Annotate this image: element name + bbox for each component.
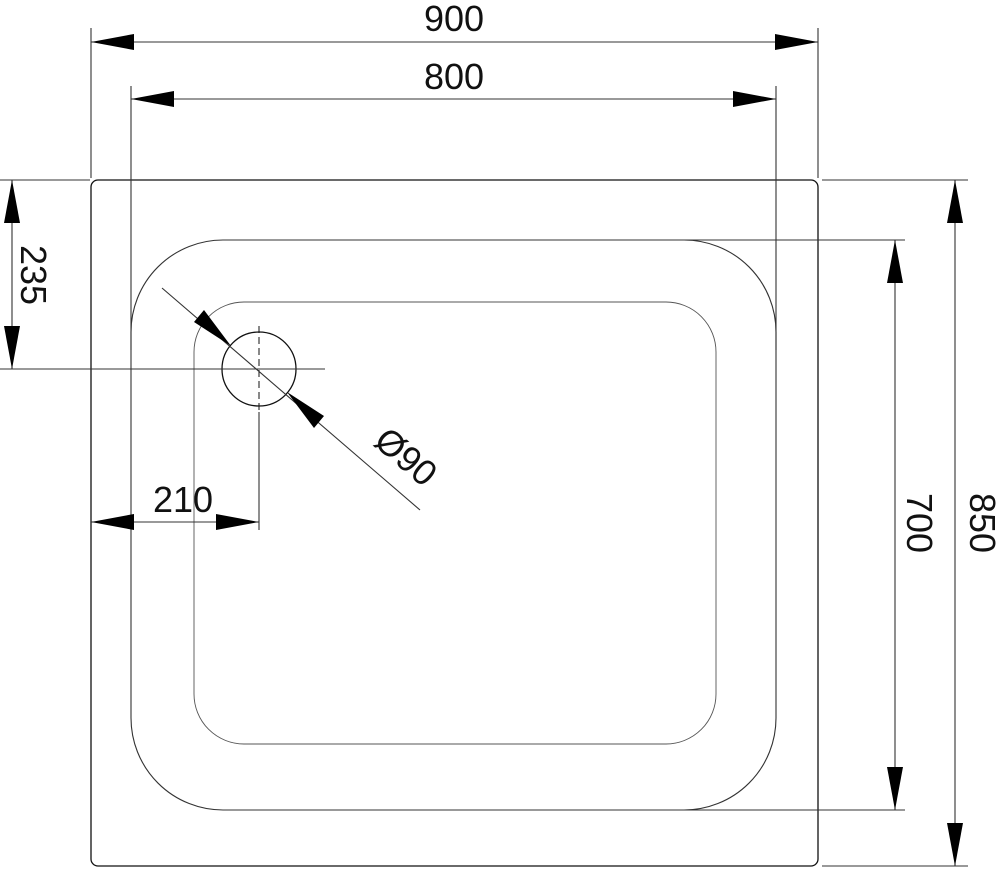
dimension-drain-diameter: Ø90 [161, 287, 445, 511]
arrowhead [91, 34, 134, 50]
dimension-label-900: 900 [424, 0, 484, 39]
tray-basin [193, 301, 717, 745]
arrowhead [4, 180, 20, 223]
dimension-inner-depth: 700 [668, 239, 940, 811]
dimension-outer-depth: 850 [822, 179, 1000, 867]
dimension-inner-width: 800 [130, 56, 777, 350]
dimension-label-700: 700 [899, 493, 940, 553]
dimension-label-210: 210 [153, 479, 213, 520]
dimension-label-235: 235 [13, 245, 54, 305]
arrowhead [887, 767, 903, 810]
arrowhead [887, 240, 903, 283]
arrowhead [216, 514, 259, 530]
arrowhead [4, 326, 20, 369]
arrowhead [91, 514, 134, 530]
dimension-label-850: 850 [962, 493, 1000, 553]
arrowhead [131, 91, 174, 107]
dimension-label-800: 800 [424, 56, 484, 97]
dimension-label-diameter: Ø90 [367, 419, 445, 494]
arrowhead [194, 310, 231, 346]
arrowhead [947, 180, 963, 223]
arrowhead [775, 34, 818, 50]
dimension-outer-width: 900 [90, 0, 819, 178]
tray-outer-edge [90, 179, 819, 867]
arrowhead [947, 823, 963, 866]
arrowhead [733, 91, 776, 107]
dimension-drain-offset-y: 235 [0, 179, 325, 370]
arrowhead [287, 392, 324, 428]
dimension-drain-offset-x: 210 [91, 412, 260, 530]
